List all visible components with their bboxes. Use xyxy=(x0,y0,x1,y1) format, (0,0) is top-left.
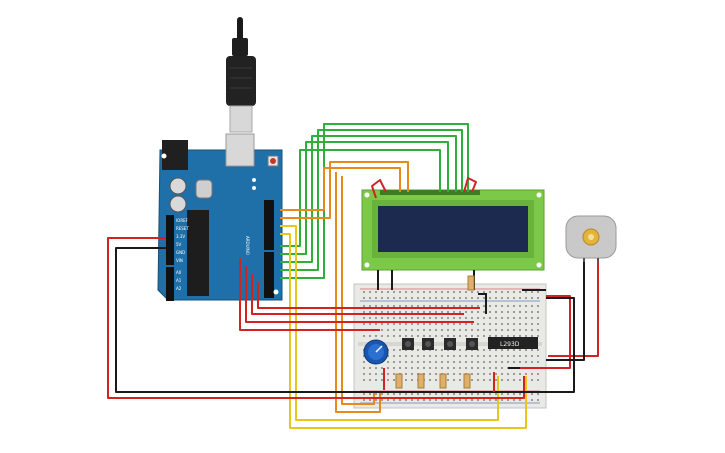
svg-text:ARDUINO: ARDUINO xyxy=(245,236,250,255)
lcd-screen xyxy=(378,206,528,252)
svg-text:GND: GND xyxy=(176,250,185,255)
reset-button xyxy=(270,158,276,164)
resistors xyxy=(395,275,475,389)
svg-text:IOREF: IOREF xyxy=(176,218,189,223)
svg-text:VIN: VIN xyxy=(176,258,183,263)
dc-motor xyxy=(565,215,617,262)
breadboard-jumpers xyxy=(383,293,520,392)
driver-ic: L293D xyxy=(488,337,538,349)
push-buttons xyxy=(402,338,478,350)
svg-text:5V: 5V xyxy=(176,242,182,247)
potentiometer xyxy=(363,339,389,365)
power-header xyxy=(166,215,174,265)
analog-header xyxy=(166,267,174,301)
svg-text:RESET: RESET xyxy=(176,226,189,231)
svg-text:3.3V: 3.3V xyxy=(176,234,185,239)
svg-text:A1: A1 xyxy=(176,278,182,283)
arduino-uno: ARDUINO IOREF RESET 3.3V 5V GND VIN A0 A… xyxy=(157,133,283,301)
svg-text:A2: A2 xyxy=(176,286,182,291)
svg-text:A0: A0 xyxy=(176,270,182,275)
digital-header-top xyxy=(264,200,274,250)
digital-header-bottom xyxy=(264,252,274,298)
lcd-pins xyxy=(380,190,480,195)
usb-cable xyxy=(226,17,256,133)
power-jack xyxy=(162,140,188,170)
lcd-display xyxy=(361,189,545,271)
atmega-chip xyxy=(187,210,209,296)
driver-ic-label: L293D xyxy=(500,341,520,348)
wires xyxy=(107,123,599,429)
